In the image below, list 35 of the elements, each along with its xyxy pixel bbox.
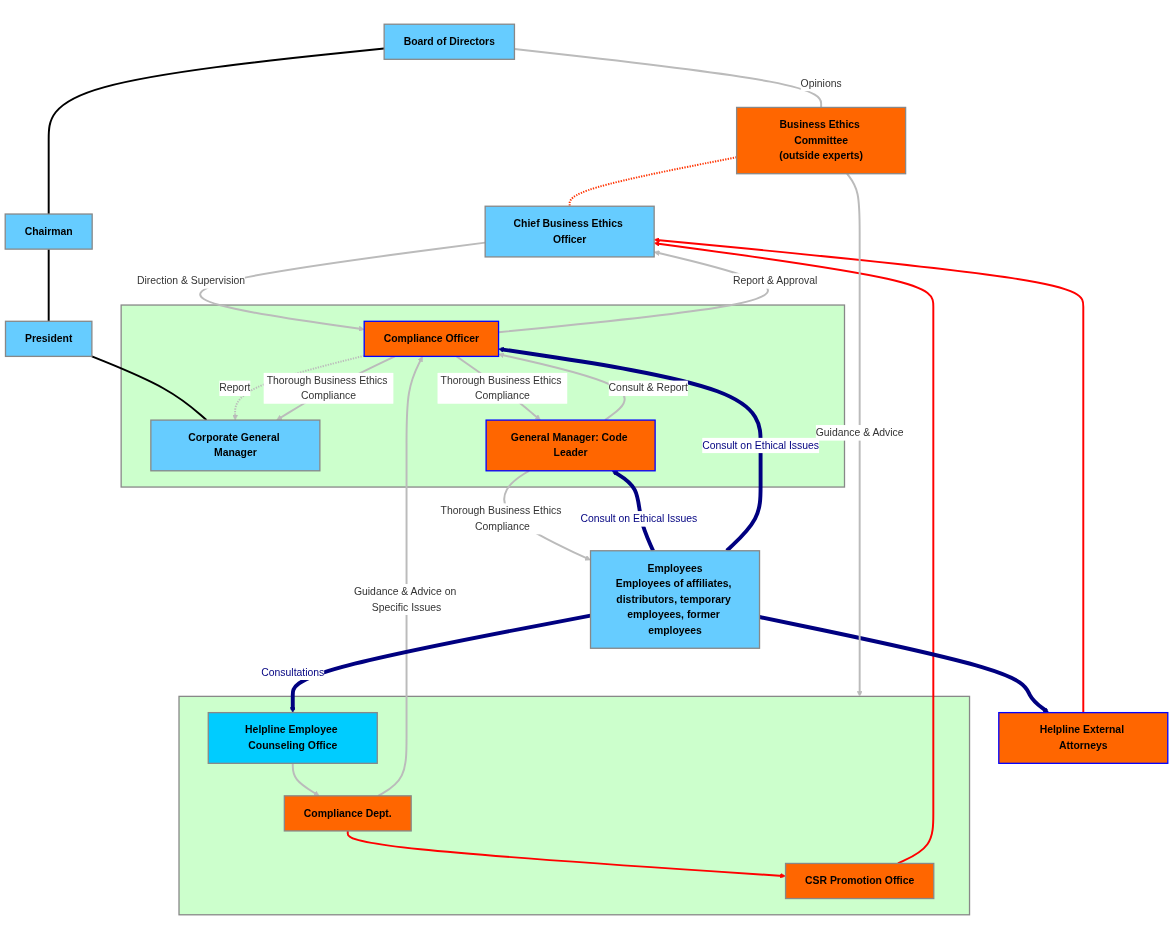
- edge-label: Thorough Business Ethics Compliance: [266, 374, 388, 402]
- node-box: Corporate General Manager: [150, 419, 321, 472]
- node-box: Helpline Employee Counseling Office: [207, 711, 378, 764]
- node-box: Helpline External Attorneys: [998, 711, 1169, 764]
- edge-label: Report & Approval: [732, 275, 818, 287]
- connector: [47, 248, 50, 323]
- node-box: Chief Business Ethics Officer: [484, 205, 655, 258]
- node-box: CSR Promotion Office: [784, 862, 935, 900]
- node-box: President: [4, 320, 93, 358]
- arrow: [291, 762, 320, 797]
- edge-label: Consult & Report: [608, 382, 688, 394]
- node-box: Compliance Officer: [363, 320, 500, 358]
- node-box: Compliance Dept.: [283, 795, 412, 832]
- cluster: [178, 695, 971, 916]
- edge-label: Consultations: [261, 666, 325, 678]
- edge-label: Guidance & Advice on Specific Issues: [353, 585, 457, 613]
- node-box: Business Ethics Committee (outside experts): [735, 106, 907, 175]
- edge-label: Thorough Business Ethics Compliance: [440, 374, 562, 402]
- edge-label: Consult on Ethical Issues: [702, 439, 819, 451]
- edge-label: Consult on Ethical Issues: [580, 513, 698, 525]
- connector: [90, 355, 208, 422]
- node-box: General Manager: Code Leader: [485, 419, 656, 472]
- arrow: [346, 829, 786, 879]
- arrow: [377, 356, 423, 797]
- node-box: Board of Directors: [383, 23, 516, 60]
- arrow: [846, 172, 863, 697]
- arrow: [759, 615, 1049, 713]
- arrow: [289, 613, 591, 713]
- node-box: Chairman: [4, 213, 93, 250]
- edge-label: Report: [219, 382, 251, 394]
- edge-label: Direction & Supervision: [136, 275, 246, 287]
- edge-label: Opinions: [800, 77, 842, 89]
- edge-label: Thorough Business Ethics Compliance: [440, 505, 562, 532]
- edge-label: Guidance & Advice: [815, 427, 904, 439]
- node-box: Employees Employees of affiliates, distributors, temporary employees, former employees: [589, 550, 761, 649]
